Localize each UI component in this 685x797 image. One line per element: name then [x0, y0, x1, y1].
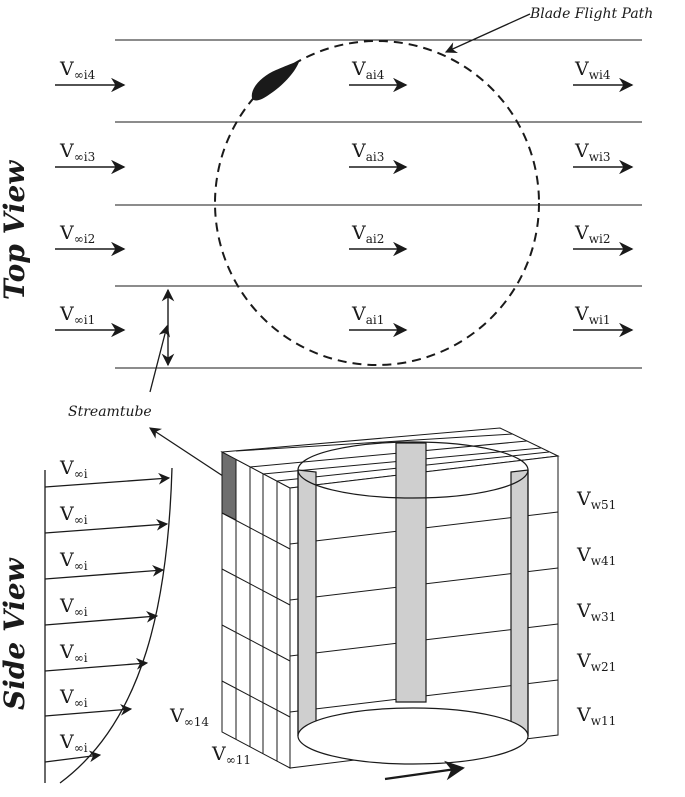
free-stream-label: V∞i4 — [59, 58, 96, 82]
profile-label: V∞i — [59, 549, 88, 573]
profile-label: V∞i — [59, 457, 88, 481]
wake-label: Vw11 — [576, 704, 616, 728]
induced-label: Vai4 — [351, 58, 385, 82]
profile-label: V∞i — [59, 686, 88, 710]
cylinder-left-strip — [297, 469, 317, 741]
induced-label: Vai1 — [351, 303, 384, 327]
wake-label: Vwi4 — [574, 58, 611, 82]
top-view-arrows — [55, 77, 634, 338]
profile-labels: V∞i V∞i V∞i V∞i V∞i V∞i V∞i — [59, 457, 88, 755]
side-view: Side View V∞i V∞i V∞i V∞i V∞i V∞i V∞i — [0, 427, 616, 784]
streamtube-grid-leader — [149, 427, 233, 483]
cylinder-center-strip — [395, 442, 427, 703]
profile-arrows — [44, 472, 171, 763]
top-view: Blade Flight Path Streamtube V∞i4 Vai4 V… — [0, 6, 653, 420]
profile-label: V∞i — [59, 731, 88, 755]
wake-label: Vwi2 — [574, 222, 610, 246]
wake-label: Vw31 — [576, 600, 616, 624]
wake-label: Vw21 — [576, 650, 616, 674]
blade-flight-path-circle — [214, 40, 540, 366]
flow-direction-arrow — [384, 760, 465, 781]
profile-label: V∞i — [59, 595, 88, 619]
cylinder-right-strip — [510, 469, 529, 741]
highlighted-streamtube-cell — [221, 451, 237, 521]
induced-label: Vai2 — [351, 222, 384, 246]
free-stream-label: V∞i3 — [59, 140, 95, 164]
wake-label: Vw51 — [576, 488, 616, 512]
free-stream-label: V∞i1 — [59, 303, 95, 327]
blade-flight-path-label: Blade Flight Path — [529, 6, 653, 22]
wake-labels: Vw51 Vw41 Vw31 Vw21 Vw11 — [576, 488, 616, 728]
free-stream-label: V∞i2 — [59, 222, 95, 246]
blade-path-leader — [444, 13, 531, 53]
induced-label: Vai3 — [351, 140, 384, 164]
corner-label-upper: V∞14 — [169, 705, 209, 729]
profile-arrow — [44, 611, 159, 626]
wake-label: Vwi1 — [574, 303, 610, 327]
wake-label: Vwi3 — [574, 140, 610, 164]
profile-label: V∞i — [59, 503, 88, 527]
corner-label-lower: V∞11 — [211, 743, 251, 767]
profile-arrow — [44, 564, 165, 580]
top-view-title: Top View — [0, 160, 31, 300]
side-view-title: Side View — [0, 557, 31, 710]
profile-arrow — [44, 657, 149, 672]
wake-label: Vw41 — [576, 544, 616, 568]
top-view-labels: V∞i4 Vai4 Vwi4 V∞i3 Vai3 Vwi3 V∞i2 Vai2 … — [59, 58, 611, 327]
profile-arrow — [44, 704, 133, 717]
profile-arrow — [44, 472, 171, 488]
cylinder-bottom-ellipse — [297, 707, 529, 765]
profile-arrow — [44, 518, 169, 534]
profile-label: V∞i — [59, 641, 88, 665]
profile-arrow — [44, 750, 102, 763]
rotor-cylinder — [297, 441, 529, 765]
blade-icon — [251, 61, 299, 101]
streamtube-leader — [149, 324, 171, 393]
streamtube-label: Streamtube — [68, 404, 152, 420]
